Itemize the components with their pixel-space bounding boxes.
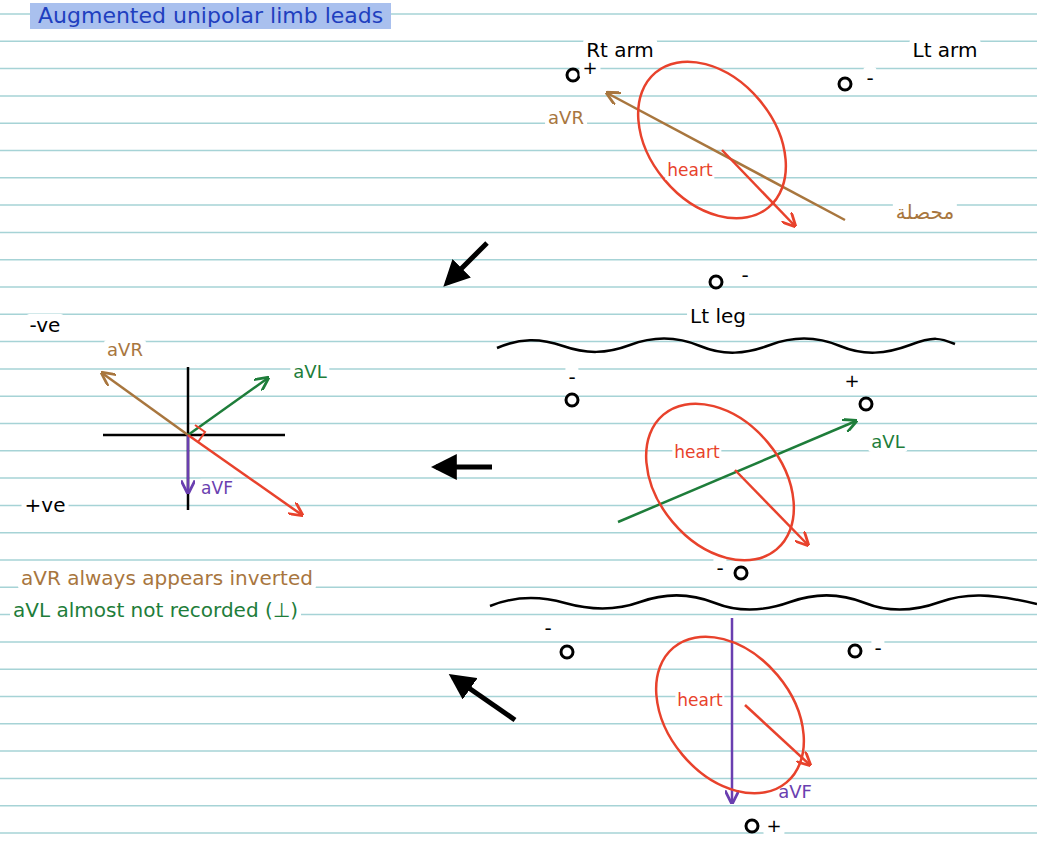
heart-outline: heart xyxy=(620,372,820,592)
heart-shape xyxy=(612,30,812,250)
electrode-dot xyxy=(735,567,747,579)
heart-ellipse xyxy=(608,33,816,248)
electrode-dot xyxy=(839,78,851,90)
heart-label: heart xyxy=(665,161,714,180)
lead-name: aVF xyxy=(198,479,236,498)
electrode-dot xyxy=(849,645,861,657)
avr-panel xyxy=(567,69,851,288)
ruled-line xyxy=(0,41,1037,43)
ruled-line xyxy=(0,696,1037,698)
axis-sign: +ve xyxy=(22,494,69,516)
ruled-line xyxy=(0,95,1037,97)
polarity-sign: - xyxy=(565,366,578,388)
ruled-line xyxy=(0,778,1037,780)
note-text: aVR always appears inverted xyxy=(18,567,316,589)
ruled-line xyxy=(0,286,1037,288)
axis-summary xyxy=(102,367,302,515)
ruled-line xyxy=(0,204,1037,206)
ruled-line xyxy=(0,423,1037,425)
heart-outline: heart xyxy=(612,30,812,250)
ruled-line xyxy=(0,723,1037,725)
axis-line xyxy=(103,434,285,437)
heart-ellipse xyxy=(626,608,834,823)
ruled-line xyxy=(0,259,1037,261)
ruled-line xyxy=(0,532,1037,534)
avf-panel xyxy=(561,618,861,832)
ruled-line xyxy=(0,477,1037,479)
ruled-line xyxy=(0,368,1037,370)
polarity-sign: - xyxy=(871,637,884,659)
polarity-sign: - xyxy=(713,557,726,579)
polarity-sign: - xyxy=(863,67,876,89)
ruled-line xyxy=(0,668,1037,670)
ruled-line xyxy=(0,177,1037,179)
heart-outline: heart xyxy=(630,605,830,825)
resultant-note: محصلة xyxy=(893,201,957,223)
note-text: aVL almost not recorded (⊥) xyxy=(10,599,301,621)
avl-vector xyxy=(188,378,268,435)
electrode-dot xyxy=(567,69,579,81)
right-angle-mark xyxy=(195,425,205,442)
ruled-line xyxy=(0,805,1037,807)
ruled-line xyxy=(0,314,1037,316)
heart-label: heart xyxy=(675,691,724,710)
lead-name: aVL xyxy=(290,362,329,382)
heart-shape xyxy=(630,605,830,825)
electrode-name: Lt arm xyxy=(910,39,981,61)
electrode-dot xyxy=(746,820,758,832)
ruled-line xyxy=(0,150,1037,152)
avf-vector xyxy=(731,618,734,803)
ruled-line xyxy=(0,750,1037,752)
electrode-dot xyxy=(561,646,573,658)
electrode-name: Lt leg xyxy=(687,305,749,327)
polarity-sign: - xyxy=(738,264,751,286)
ruled-line xyxy=(0,832,1037,834)
avr-vector xyxy=(102,373,188,435)
ruled-line xyxy=(0,559,1037,561)
heart-axis xyxy=(188,435,302,515)
separator-wave xyxy=(490,595,1037,609)
heart-shape xyxy=(620,372,820,592)
ruled-line xyxy=(0,232,1037,234)
electrode-dot xyxy=(566,394,578,406)
heart-label: heart xyxy=(672,443,721,462)
lead-name: aVR xyxy=(104,340,146,360)
ruled-line xyxy=(0,122,1037,124)
axis-sign: -ve xyxy=(27,314,64,336)
heart-ellipse xyxy=(616,375,824,590)
electrode-dot xyxy=(860,398,872,410)
ruled-line xyxy=(0,505,1037,507)
ruled-line xyxy=(0,395,1037,397)
avr-vector xyxy=(607,93,845,220)
flow-arrow xyxy=(453,677,515,720)
avl-panel xyxy=(566,394,872,579)
avf-vector xyxy=(187,435,190,493)
flow-arrow xyxy=(447,243,487,283)
heart-axis xyxy=(735,470,808,545)
polarity-sign: + xyxy=(841,371,862,391)
electrode-dot xyxy=(710,276,722,288)
separator-wave xyxy=(497,338,955,352)
flow-arrow xyxy=(436,465,492,470)
page-title: Augmented unipolar limb leads xyxy=(30,3,391,29)
lead-name: aVR xyxy=(545,108,587,128)
lead-name: aVL xyxy=(868,432,907,452)
polarity-sign: - xyxy=(541,617,554,639)
polarity-sign: + xyxy=(763,816,784,836)
ruled-line xyxy=(0,68,1037,70)
axis-line xyxy=(187,367,190,510)
polarity-sign: + xyxy=(579,58,600,78)
